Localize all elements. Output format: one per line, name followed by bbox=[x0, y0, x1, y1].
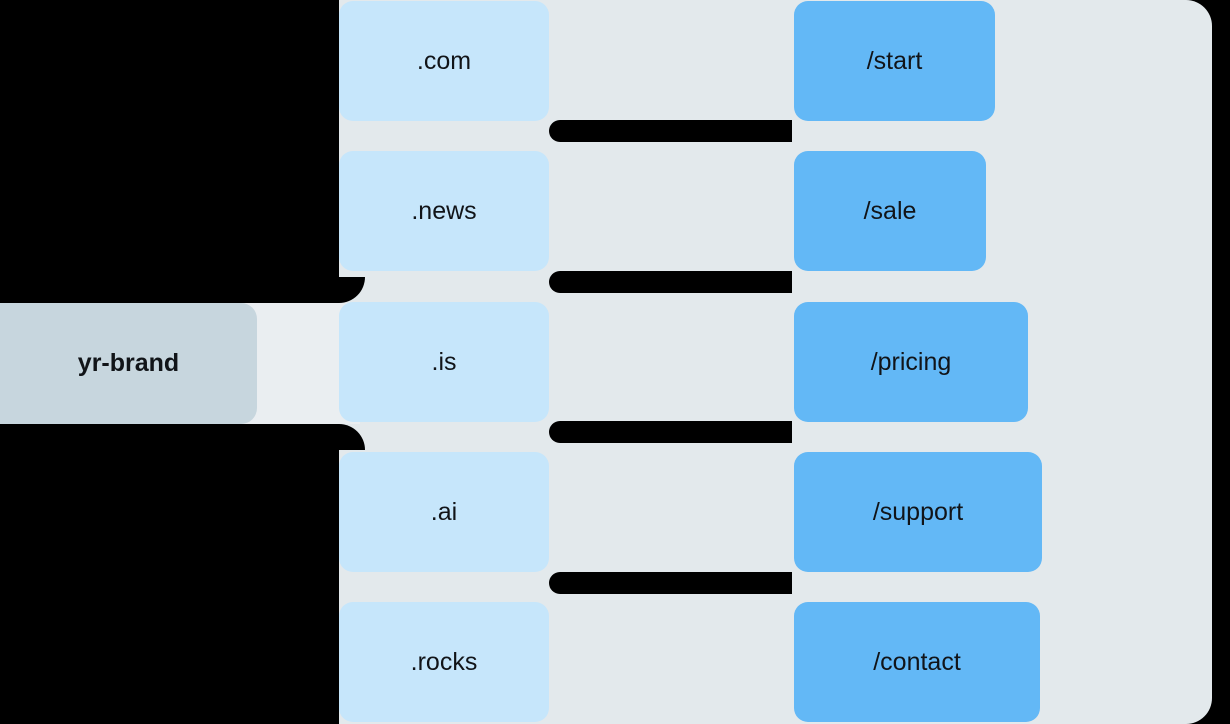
connector-bar bbox=[549, 120, 792, 142]
node-path[interactable]: /start bbox=[794, 1, 995, 121]
node-root-brand[interactable]: yr-brand bbox=[0, 303, 257, 424]
node-path[interactable]: /sale bbox=[794, 151, 986, 271]
connector-bar bbox=[549, 421, 792, 443]
node-path[interactable]: /contact bbox=[794, 602, 1040, 722]
node-tld[interactable]: .is bbox=[339, 302, 549, 422]
connector-bar bbox=[549, 271, 792, 293]
connector-bar bbox=[549, 572, 792, 594]
node-tld[interactable]: .rocks bbox=[339, 602, 549, 722]
node-tld[interactable]: .ai bbox=[339, 452, 549, 572]
node-tld[interactable]: .news bbox=[339, 151, 549, 271]
node-path[interactable]: /pricing bbox=[794, 302, 1028, 422]
node-path[interactable]: /support bbox=[794, 452, 1042, 572]
node-tld[interactable]: .com bbox=[339, 1, 549, 121]
